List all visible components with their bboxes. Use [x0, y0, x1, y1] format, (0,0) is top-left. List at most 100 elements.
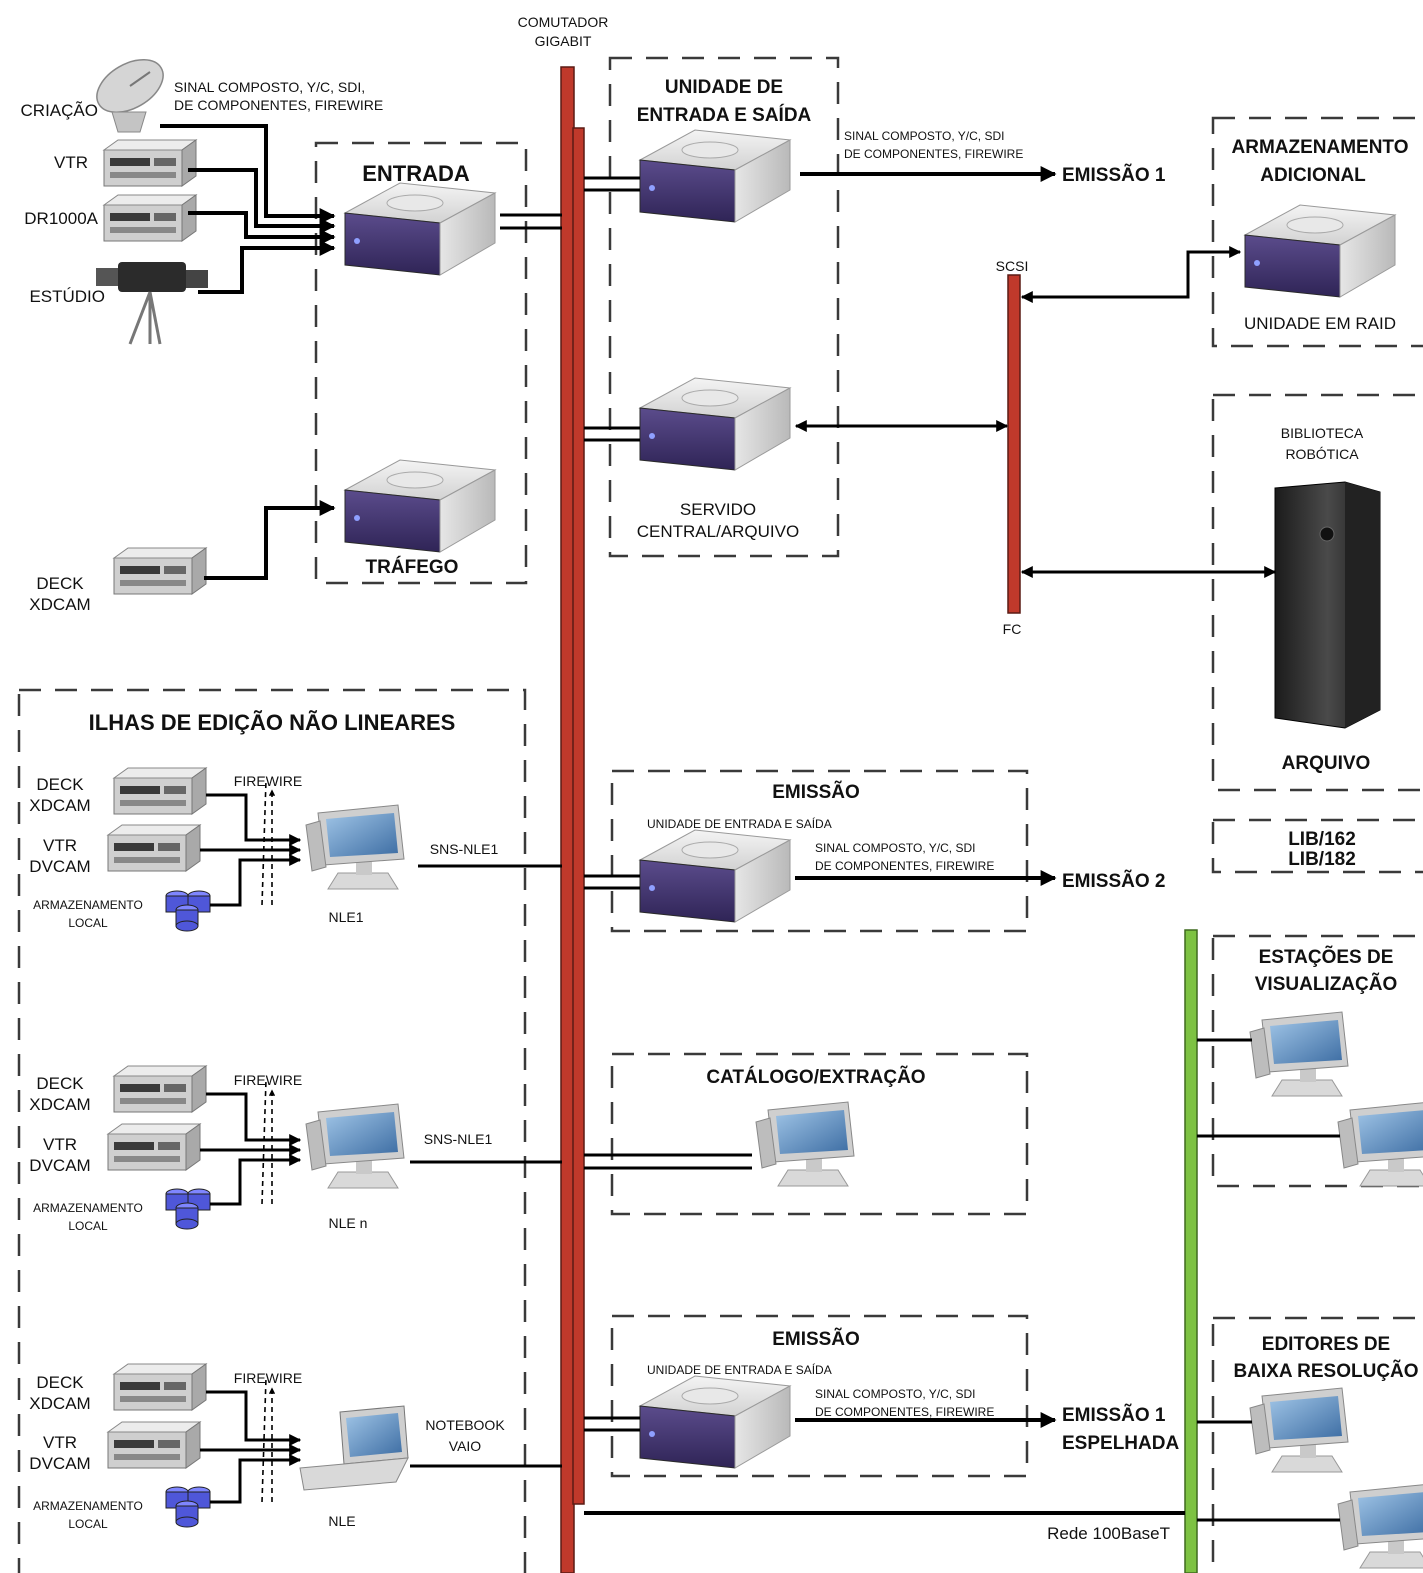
- lowres-editor-2-icon: [1337, 1483, 1423, 1569]
- lowres-editor-1-icon: [1249, 1387, 1349, 1473]
- notebook-icon: [299, 1405, 409, 1491]
- xdcam-deck-label-2: XDCAM: [29, 595, 90, 614]
- archive-label: ARQUIVO: [1282, 753, 1371, 774]
- nle2-vtr-icon: [107, 1123, 201, 1171]
- catalogo-monitor-icon: [755, 1101, 855, 1187]
- trafego-server-icon: [344, 459, 496, 553]
- notebook-label-2: VAIO: [449, 1438, 482, 1454]
- central-server-label-2: CENTRAL/ARQUIVO: [637, 522, 799, 541]
- nle1-storage-icon: [165, 890, 211, 932]
- nle1-vtr-label-2: DVCAM: [29, 857, 90, 876]
- nle2-firewire-label: FIREWIRE: [234, 1072, 302, 1088]
- fc-label: FC: [1003, 621, 1022, 637]
- nle1-storage-label-2: LOCAL: [68, 916, 108, 930]
- nle3-firewire-label: FIREWIRE: [234, 1370, 302, 1386]
- central-server-label-1: SERVIDO: [680, 500, 756, 519]
- nle-title: ILHAS DE EDIÇÃO NÃO LINEARES: [89, 710, 456, 735]
- nle1-firewire-label: FIREWIRE: [234, 773, 302, 789]
- viewing-station-1-icon: [1249, 1011, 1349, 1097]
- nle1-link-label: SNS-NLE1: [430, 841, 499, 857]
- lowres-box: [1211, 1316, 1423, 1573]
- gigabit-switch-bus: [560, 66, 575, 1573]
- nle1-storage-label-1: ARMAZENAMENTO: [33, 898, 143, 912]
- io-unit-title-1: UNIDADE DE: [665, 77, 783, 98]
- io-unit-box: [608, 56, 840, 558]
- notebook-label-1: NOTEBOOK: [425, 1417, 505, 1433]
- emissao-a-signal-2: DE COMPONENTES, FIREWIRE: [815, 859, 994, 873]
- nle2-vtr-label-2: DVCAM: [29, 1156, 90, 1175]
- vtr-deck-icon: [103, 139, 197, 187]
- switch-label-1: COMUTADOR: [518, 14, 609, 30]
- criacao-label: CRIAÇÃO: [21, 101, 98, 120]
- raid-label: UNIDADE EM RAID: [1244, 314, 1396, 333]
- entrada-box: [314, 141, 528, 585]
- nle3-storage-label-2: LOCAL: [68, 1517, 108, 1531]
- nle2-deck-label-1: DECK: [36, 1074, 84, 1093]
- viewing-box: [1211, 934, 1423, 1188]
- lowres-title-1: EDITORES DE: [1262, 1334, 1390, 1355]
- source-signal-2: DE COMPONENTES, FIREWIRE: [174, 97, 383, 113]
- emissao-b-server-icon: [639, 1375, 791, 1469]
- scsi-fc-bus: [1007, 274, 1021, 614]
- nle3-storage-label-1: ARMAZENAMENTO: [33, 1499, 143, 1513]
- nle-box: [17, 688, 527, 1573]
- emissao-b-signal-1: SINAL COMPOSTO, Y/C, SDI: [815, 1387, 975, 1401]
- network-100baset-bus: [1184, 929, 1198, 1573]
- nle2-deck-label-2: XDCAM: [29, 1095, 90, 1114]
- gigabit-switch-bus-inner: [572, 127, 585, 1505]
- nle2-link-label: SNS-NLE1: [424, 1131, 493, 1147]
- library-box: [1211, 393, 1423, 792]
- storage-box: [1211, 116, 1423, 348]
- nle1-monitor-icon: [305, 804, 405, 890]
- xdcam-deck-label-1: DECK: [36, 574, 84, 593]
- viewing-title-2: VISUALIZAÇÃO: [1255, 973, 1398, 995]
- emissao-1-output: EMISSÃO 1: [1062, 164, 1166, 186]
- nle1-vtr-icon: [107, 824, 201, 872]
- emissao-a-signal-1: SINAL COMPOSTO, Y/C, SDI: [815, 841, 975, 855]
- viewing-title-1: ESTAÇÕES DE: [1259, 946, 1394, 968]
- lib-162-label: LIB/162: [1288, 829, 1356, 850]
- library-label-1: BIBLIOTECA: [1281, 425, 1364, 441]
- emissao-a-title: EMISSÃO: [772, 781, 860, 803]
- estudio-label: ESTÚDIO: [29, 287, 105, 306]
- nle3-storage-icon: [165, 1486, 211, 1528]
- nle3-vtr-label-1: VTR: [43, 1433, 77, 1452]
- emissao-b-subtitle: UNIDADE DE ENTRADA E SAÍDA: [647, 1362, 832, 1377]
- io-unit-title-2: ENTRADA E SAÍDA: [637, 104, 812, 126]
- studio-camera-icon: [96, 262, 208, 345]
- emissao-a-server-icon: [639, 829, 791, 923]
- central-server-icon: [639, 377, 791, 471]
- nle2-monitor-icon: [305, 1103, 405, 1189]
- nle2-storage-label-2: LOCAL: [68, 1219, 108, 1233]
- nle1-deck-label-1: DECK: [36, 775, 84, 794]
- storage-title-1: ARMAZENAMENTO: [1232, 137, 1409, 158]
- nle2-storage-label-1: ARMAZENAMENTO: [33, 1201, 143, 1215]
- nle1-vtr-label-1: VTR: [43, 836, 77, 855]
- xdcam-deck-icon: [113, 547, 207, 595]
- nle3-station-label: NLE: [328, 1513, 355, 1529]
- dr1000a-label: DR1000A: [24, 209, 98, 228]
- emissao-2-output: EMISSÃO 2: [1062, 870, 1165, 892]
- viewing-station-2-icon: [1337, 1101, 1423, 1187]
- nle3-deck-label-1: DECK: [36, 1373, 84, 1392]
- vtr-label: VTR: [54, 153, 88, 172]
- nle3-vtr-label-2: DVCAM: [29, 1454, 90, 1473]
- lib-182-label: LIB/182: [1288, 849, 1356, 870]
- emissao-b-title: EMISSÃO: [772, 1328, 860, 1350]
- lib-box: [1211, 818, 1423, 874]
- nle3-deck-label-2: XDCAM: [29, 1394, 90, 1413]
- entrada-title: ENTRADA: [362, 161, 470, 186]
- io-unit-signal-2: DE COMPONENTES, FIREWIRE: [844, 147, 1023, 161]
- library-label-2: ROBÓTICA: [1285, 446, 1359, 462]
- nle2-vtr-label-1: VTR: [43, 1135, 77, 1154]
- nle2-deck-icon: [113, 1065, 207, 1113]
- nle3-vtr-icon: [107, 1421, 201, 1469]
- storage-title-2: ADICIONAL: [1260, 165, 1366, 186]
- emissao-b-output-2: ESPELHADA: [1062, 1433, 1179, 1454]
- io-unit-signal-1: SINAL COMPOSTO, Y/C, SDI: [844, 129, 1004, 143]
- scsi-label: SCSI: [996, 258, 1029, 274]
- lowres-title-2: BAIXA RESOLUÇÃO: [1233, 1360, 1418, 1382]
- trafego-label: TRÁFEGO: [366, 556, 459, 578]
- nle2-storage-icon: [165, 1188, 211, 1230]
